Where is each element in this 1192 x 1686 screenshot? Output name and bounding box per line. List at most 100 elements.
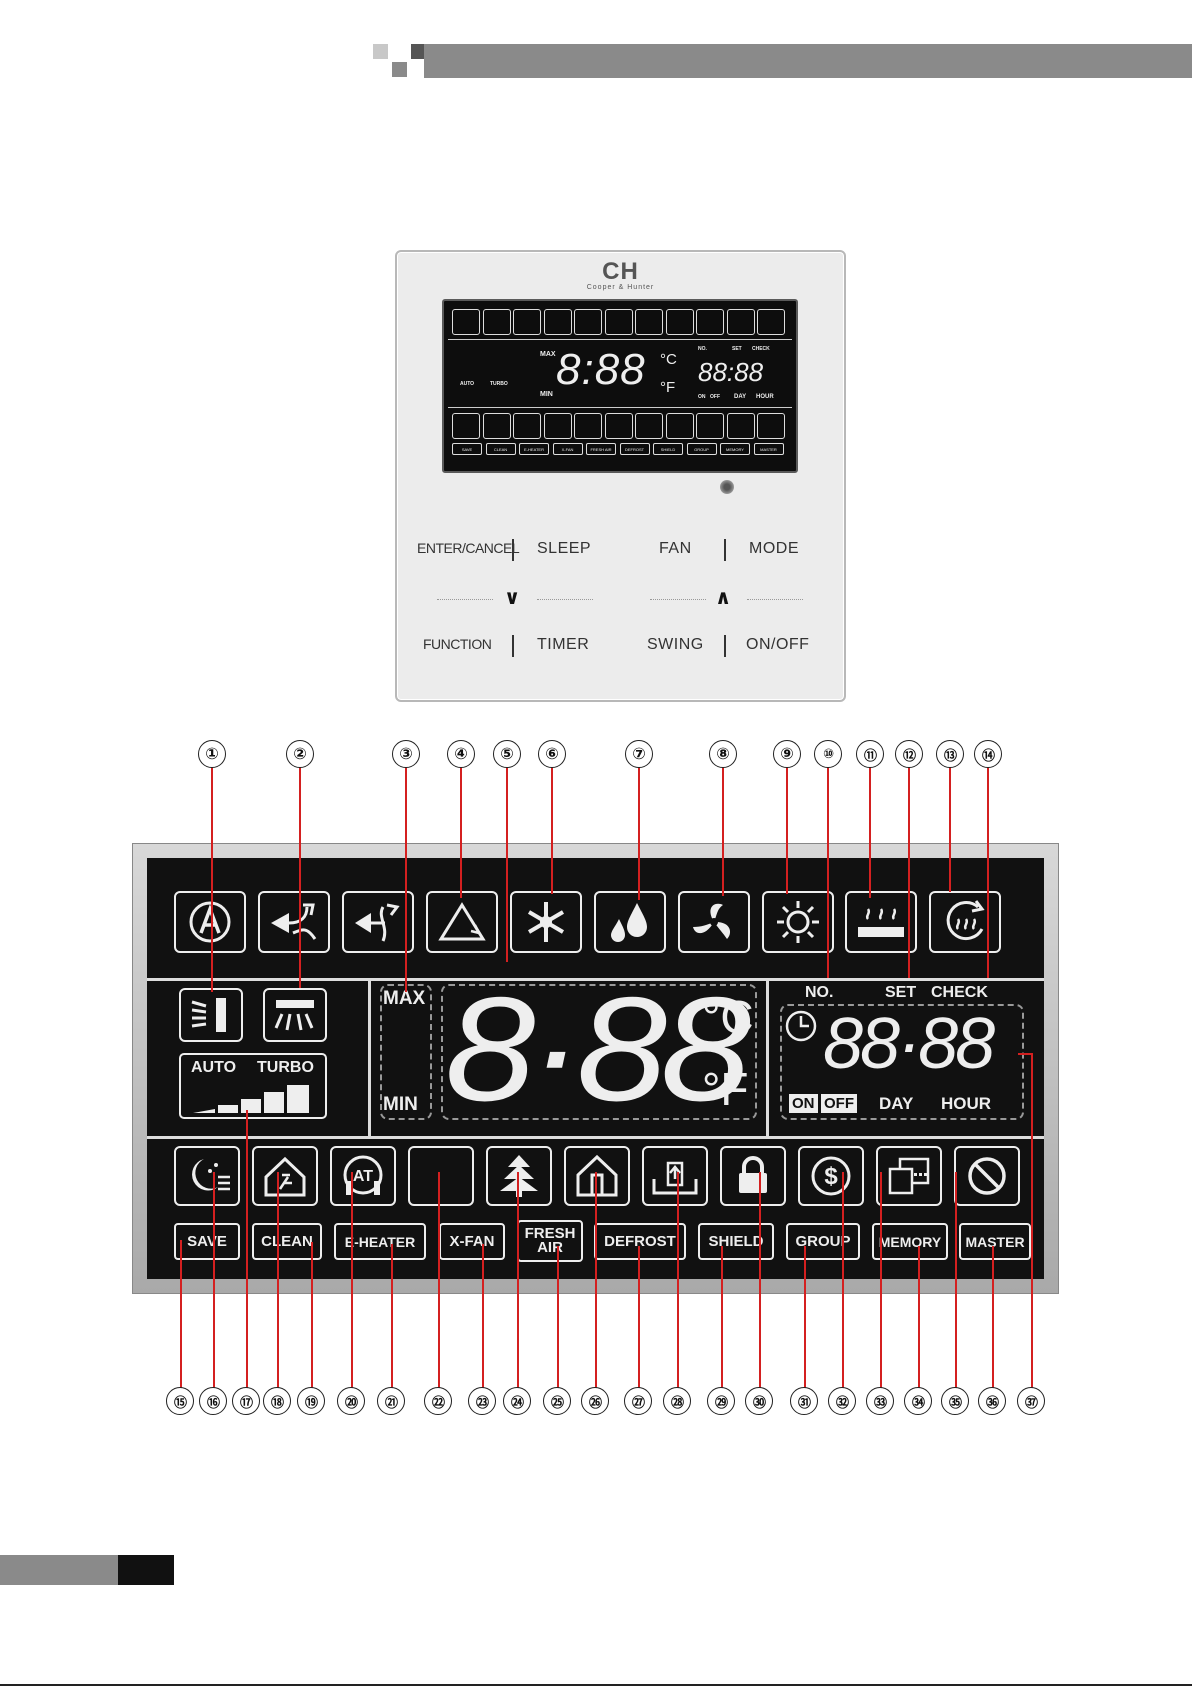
lcd-diagram-frame: AUTO TURBO MAX MIN 8·88 °C °F NO. SET CH…: [132, 843, 1059, 1294]
master-label: MASTER: [959, 1223, 1031, 1260]
turbo-label: TURBO: [257, 1059, 314, 1076]
lcd-divider-top: [147, 978, 1044, 981]
callout-3: ③: [392, 740, 420, 768]
sleep-button[interactable]: SLEEP: [537, 540, 592, 557]
air-label: AIR: [537, 1239, 563, 1256]
mini-day-label: DAY: [734, 394, 747, 400]
upload-tray-icon: [642, 1146, 708, 1206]
day-label: DAY: [879, 1094, 914, 1113]
callout-33: ㉝: [866, 1387, 894, 1415]
dry-auto-icon: [426, 891, 498, 953]
callout-8: ⑧: [709, 740, 737, 768]
clock-icon: [785, 1010, 817, 1042]
mini-function-label: MEMORY: [720, 443, 750, 455]
callout-10: ⑩: [814, 740, 842, 768]
up-button[interactable]: ∧: [715, 587, 732, 609]
callout-15: ⑮: [166, 1387, 194, 1415]
callout-16: ⑯: [199, 1387, 227, 1415]
button-separator: [724, 635, 726, 657]
auto-headphone-icon: AT: [330, 1146, 396, 1206]
mini-clock-digits: 88:88: [698, 357, 764, 387]
footer-black-tab: [118, 1555, 174, 1585]
button-separator: [512, 635, 514, 657]
auto-label: AUTO: [191, 1059, 237, 1076]
timer-button[interactable]: TIMER: [537, 636, 590, 653]
mini-segment-icon: [726, 309, 755, 335]
fresh-air-label: FRESH AIR: [517, 1220, 583, 1262]
mini-max-label: MAX: [540, 351, 556, 358]
x-fan-label: X-FAN: [439, 1223, 505, 1260]
mode-button[interactable]: MODE: [749, 540, 799, 557]
min-label: MIN: [383, 1094, 418, 1115]
callout-19: ⑲: [297, 1387, 325, 1415]
lcd-divider-left: [368, 980, 371, 1136]
function-button[interactable]: FUNCTION: [423, 636, 492, 652]
shield-label: SHIELD: [698, 1223, 774, 1260]
down-button[interactable]: ∨: [504, 587, 521, 609]
save-label: SAVE: [174, 1223, 240, 1260]
mini-turbo-label: TURBO: [490, 381, 508, 387]
defrost-house-icon: [564, 1146, 630, 1206]
callout-21: ㉑: [377, 1387, 405, 1415]
mini-segment-icon: [452, 413, 480, 439]
mini-segment-icon: [543, 413, 572, 439]
enter-cancel-button[interactable]: ENTER/CANCEL: [417, 540, 520, 556]
swing-louver-icon: [179, 988, 243, 1042]
floor-heating-icon: [845, 891, 917, 953]
callout-27: ㉗: [624, 1387, 652, 1415]
mini-bottom-icon-row: [452, 413, 788, 439]
callout-23: ㉓: [468, 1387, 496, 1415]
mini-segment-icon: [757, 309, 785, 335]
lock-icon: [720, 1146, 786, 1206]
memory-label: MEMORY: [872, 1223, 948, 1260]
mini-temperature-digits: 8:88: [556, 345, 646, 394]
lcd-divider-right: [766, 980, 769, 1136]
dotted-line: [537, 599, 593, 600]
mini-segment-icon: [482, 413, 511, 439]
callout-25: ㉕: [543, 1387, 571, 1415]
callout-5: ⑤: [493, 740, 521, 768]
callout-35: ㉟: [941, 1387, 969, 1415]
fan-button[interactable]: FAN: [659, 540, 692, 557]
mini-set-label: SET: [732, 346, 742, 352]
wired-controller-panel: CH Cooper & Hunter MAX MIN 8:88 °C °F NO…: [395, 250, 846, 702]
mini-segment-icon: [635, 309, 663, 335]
callout-30: ㉚: [745, 1387, 773, 1415]
check-label: CHECK: [931, 984, 988, 1001]
mini-min-label: MIN: [540, 391, 553, 398]
callout-22: ㉒: [424, 1387, 452, 1415]
mini-segment-icon: [604, 413, 633, 439]
sleep-save-icon: [174, 1146, 240, 1206]
temperature-digits: 8·88: [445, 967, 751, 1132]
header-square: [373, 44, 388, 59]
button-separator: [724, 539, 726, 561]
cool-snowflake-icon: [510, 891, 582, 953]
callout-12: ⑫: [895, 740, 923, 768]
lcd-divider-bottom: [147, 1136, 1044, 1139]
mini-function-label: SHIELD: [653, 443, 683, 455]
on-off-button[interactable]: ON/OFF: [746, 636, 810, 653]
swing-button[interactable]: SWING: [647, 636, 704, 653]
callout-14: ⑭: [974, 740, 1002, 768]
callout-17: ⑰: [232, 1387, 260, 1415]
mini-lcd-display: MAX MIN 8:88 °C °F NO. SET CHECK 88:88 D…: [442, 299, 798, 473]
mini-function-label: X-FAN: [552, 443, 583, 455]
callout-28: ㉘: [663, 1387, 691, 1415]
mini-function-label: MASTER: [753, 443, 784, 455]
mini-celsius: °C: [660, 351, 677, 368]
mini-auto-label: AUTO: [460, 381, 475, 387]
callout-24: ㉔: [503, 1387, 531, 1415]
header-square: [392, 62, 407, 77]
mini-segment-icon: [665, 413, 694, 439]
svg-text:$: $: [824, 1163, 838, 1190]
brand-mark: CH: [602, 258, 639, 285]
mini-segment-icon: [574, 413, 602, 439]
callout-11: ⑪: [856, 740, 884, 768]
mini-top-icons: [452, 309, 788, 335]
mini-segment-icon: [452, 309, 480, 335]
set-label: SET: [885, 984, 917, 1001]
bottom-rule: [0, 1684, 1192, 1686]
svg-text:AT: AT: [353, 1168, 373, 1185]
callout-18: ⑱: [263, 1387, 291, 1415]
